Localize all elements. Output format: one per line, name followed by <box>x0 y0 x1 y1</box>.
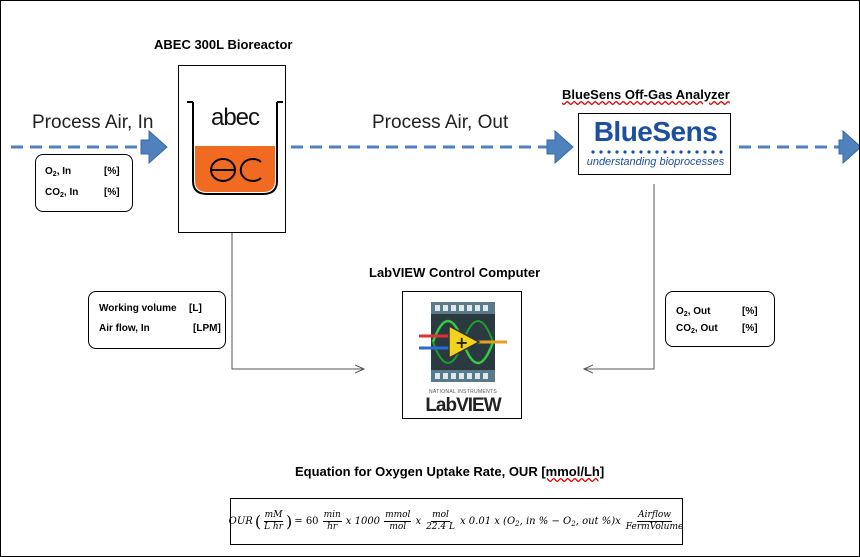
exhaust-arrowhead <box>838 129 859 165</box>
co2-out-row: CO2, Out [%] <box>666 323 774 337</box>
reactor-params-box: Working volume [L] Air flow, In [LPM] <box>88 291 226 349</box>
svg-text:+: + <box>455 333 468 352</box>
o2-out-row: O2, Out [%] <box>666 306 774 320</box>
bluesens-tagline: understanding bioprocesses <box>586 156 725 168</box>
o2-in-row: O2, In [%] <box>36 166 132 180</box>
co2-out-label: CO2, Out <box>676 323 718 335</box>
bioreactor-box: abec <box>178 65 286 233</box>
air-flow-in-row: Air flow, In [LPM] <box>89 323 225 337</box>
o2-in-label: O2, In <box>45 166 72 178</box>
labview-logo-text: LabVIEW <box>425 395 501 416</box>
abec-logo-text: abec <box>210 104 260 131</box>
co2-out-unit: [%] <box>742 323 758 334</box>
co2-in-unit: [%] <box>104 187 120 198</box>
working-volume-unit: [L] <box>189 303 202 314</box>
bioreactor-title: ABEC 300L Bioreactor <box>154 37 293 52</box>
air-out-values-box: O2, Out [%] CO2, Out [%] <box>665 291 775 347</box>
analyzer-title-text: BlueSens Off-Gas Analyzer <box>562 87 730 102</box>
equation-title-unit: [mmol/Lh] <box>541 464 605 479</box>
process-air-out-label: Process Air, Out <box>372 112 509 133</box>
o2-in-unit: [%] <box>104 166 120 177</box>
bluesens-logo-text: BlueSens <box>593 116 718 147</box>
eq-equals: = 60 <box>294 516 319 527</box>
eq-lhs: OUR <box>228 516 253 527</box>
abec-logo-icon <box>187 101 283 195</box>
equation-title: Equation for Oxygen Uptake Rate, OUR [mm… <box>295 464 605 479</box>
air-out-arrowhead <box>546 129 574 165</box>
eq-x1000: x 1000 <box>345 516 381 527</box>
ni-text: NATIONAL INSTRUMENTS <box>429 389 497 395</box>
air-in-arrowhead <box>140 129 168 165</box>
working-volume-row: Working volume [L] <box>89 303 225 317</box>
analyzer-to-computer-connector <box>584 184 655 369</box>
process-air-in-label: Process Air, In <box>32 112 154 133</box>
o2-out-label: O2, Out <box>676 306 711 318</box>
eq-middle: x 0.01 x (O2, in % − O2, out %)x <box>459 515 621 528</box>
bluesens-box: BlueSens understanding bioprocesses <box>578 113 731 175</box>
o2-out-unit: [%] <box>742 306 758 317</box>
labview-logo-icon: + <box>419 302 507 382</box>
air-flow-in-label: Air flow, In <box>99 323 150 334</box>
air-flow-in-unit: [LPM] <box>193 323 221 334</box>
co2-in-label: CO2, In <box>45 187 79 199</box>
working-volume-label: Working volume <box>99 303 177 314</box>
reactor-to-computer-connector <box>231 233 364 369</box>
analyzer-title: BlueSens Off-Gas Analyzer <box>562 87 730 102</box>
air-in-values-box: O2, In [%] CO2, In [%] <box>35 154 133 212</box>
bluesens-dots-icon <box>591 150 723 154</box>
computer-title: LabVIEW Control Computer <box>369 265 541 280</box>
co2-in-row: CO2, In [%] <box>36 187 132 201</box>
eq-times: x <box>415 516 422 527</box>
labview-box: + NATIONAL INSTRUMENTS LabVIEW <box>402 291 522 419</box>
